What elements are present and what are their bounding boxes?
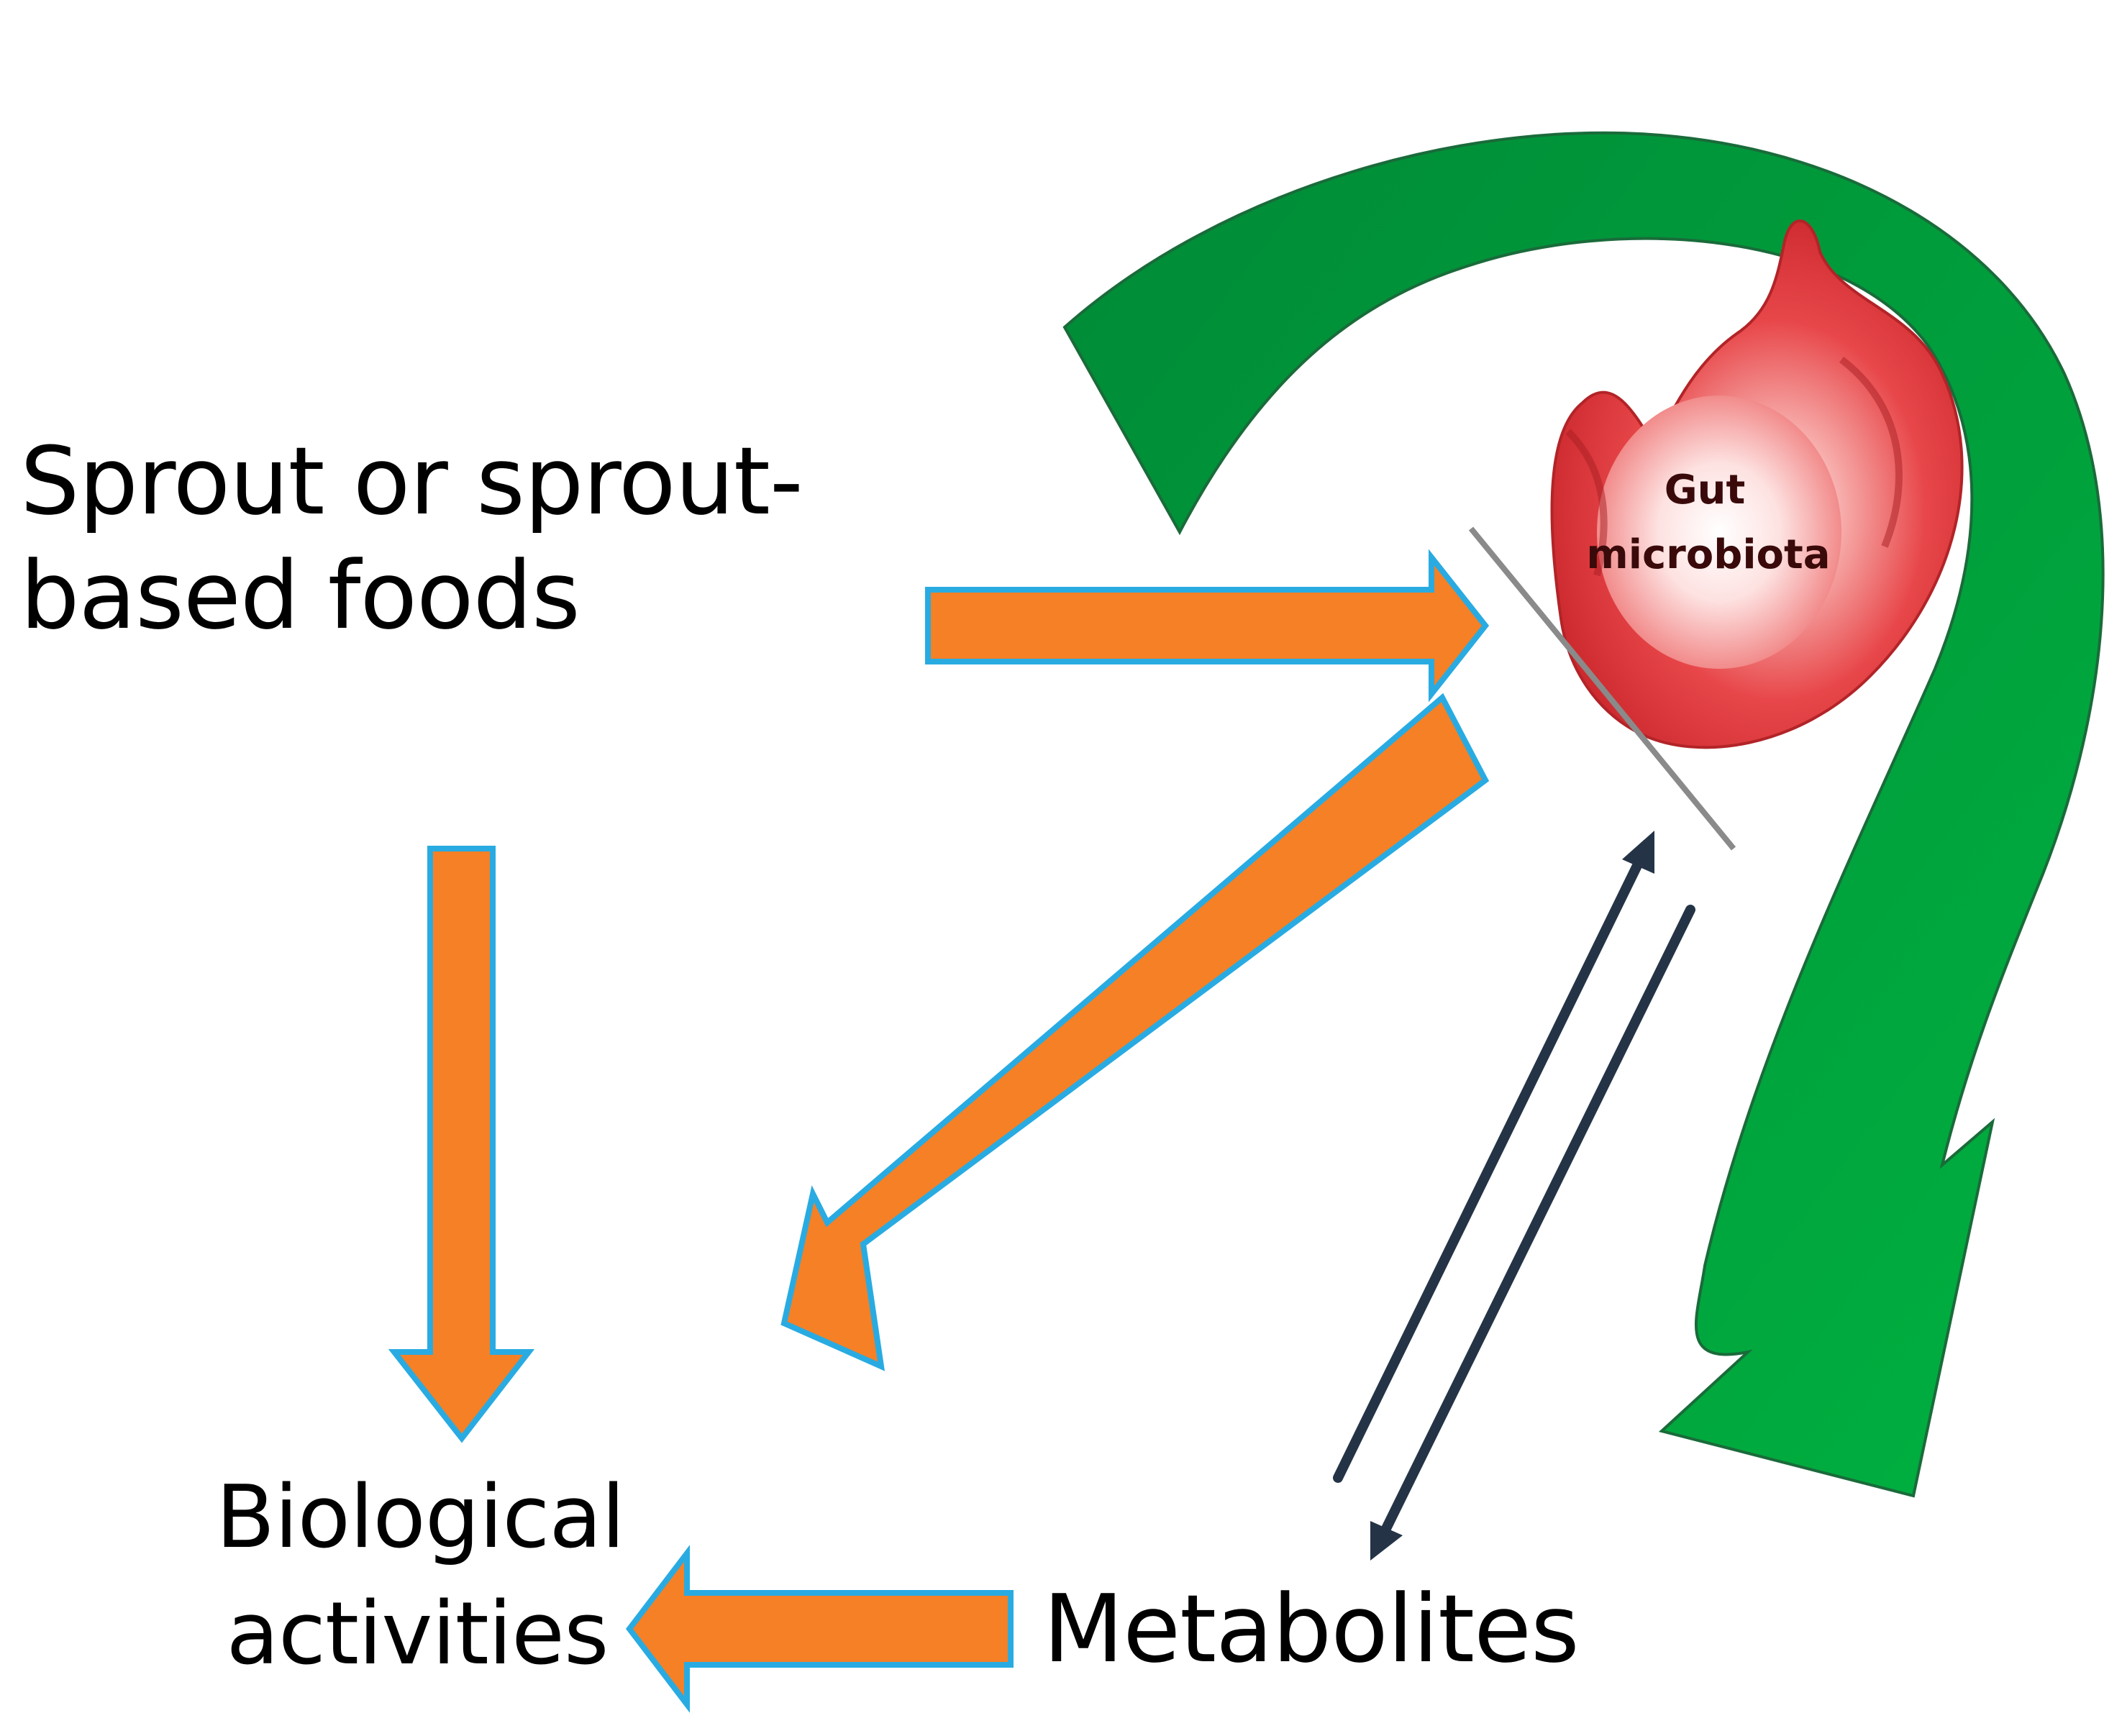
arrowhead-down (1370, 1521, 1403, 1561)
source-label: Sprout or sprout- based foods (20, 424, 803, 652)
stomach-divider-line (1468, 526, 1736, 851)
source-label-line2: based foods (20, 540, 580, 650)
bio-label-line1: Biological (216, 1468, 625, 1568)
arrow-metabolites-to-gut (1333, 840, 1652, 1483)
green-curved-arrow (1062, 131, 2105, 1498)
metabolites-label: Metabolites (1043, 1574, 1580, 1684)
arrow-gut-to-bio (780, 693, 1490, 1371)
source-label-line1: Sprout or sprout- (20, 426, 803, 536)
arrow-metabolites-to-bio (625, 1545, 1014, 1713)
stomach-illustration: Gut microbiota (1550, 219, 1964, 749)
gut-label-line2: microbiota (1586, 531, 1830, 578)
bio-label-line2: activities (226, 1584, 609, 1684)
arrowhead-up (1622, 831, 1654, 874)
exchange-arrows (1333, 840, 1695, 1551)
arrow-source-to-gut (925, 549, 1490, 703)
arrow-source-to-bio (388, 846, 535, 1443)
arrow-gut-to-metabolites (1372, 905, 1695, 1551)
biological-activities-label: Biological activities (216, 1460, 625, 1693)
gut-label-line1: Gut (1665, 467, 1746, 513)
